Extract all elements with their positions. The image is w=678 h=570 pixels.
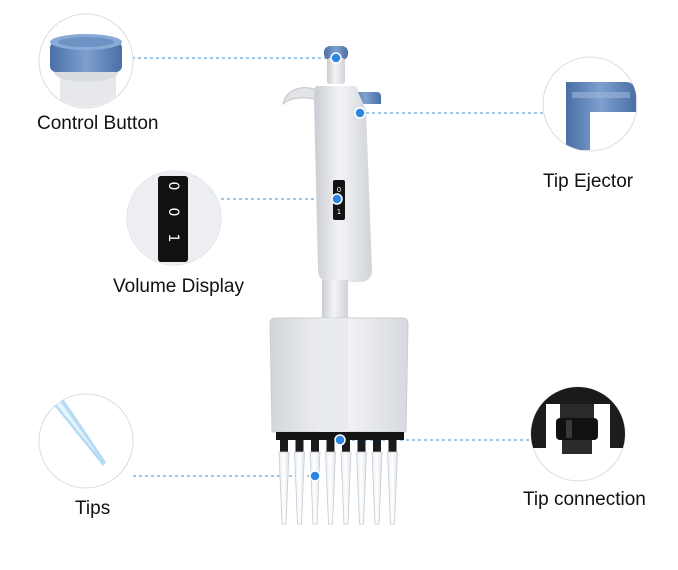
finger-hook	[282, 87, 319, 106]
volume-digit-1: 0	[165, 182, 181, 191]
nozzle	[342, 440, 350, 452]
nozzles	[280, 440, 397, 452]
pipette-tip	[278, 451, 290, 525]
pipette-tip	[371, 451, 383, 525]
dot-tips	[309, 470, 321, 482]
dot-volume-display	[331, 193, 343, 205]
nozzle	[357, 440, 366, 452]
label-tip-connection: Tip connection	[523, 489, 646, 510]
nozzle	[280, 440, 288, 452]
dot-tip-ejector	[354, 107, 366, 119]
zoom-volume-display: 0 0 1	[126, 170, 222, 266]
nozzle	[326, 440, 335, 452]
pipette-tip	[356, 451, 367, 525]
label-volume-display: Volume Display	[113, 276, 244, 297]
label-tip-ejector: Tip Ejector	[543, 171, 634, 192]
callout-dots	[309, 52, 366, 482]
zoom-control-button	[38, 13, 134, 109]
pipette-tip	[325, 451, 336, 525]
nozzle	[388, 440, 397, 452]
dot-tip-connection	[334, 434, 346, 446]
nozzle	[373, 440, 381, 452]
svg-text:0: 0	[337, 186, 341, 194]
nozzle	[295, 440, 304, 452]
zoom-tip-ejector	[542, 56, 638, 152]
volume-digit-3: 1	[165, 234, 181, 243]
pipette-tip	[309, 451, 321, 525]
shaft	[322, 280, 348, 320]
zoom-tip-connection	[530, 386, 626, 482]
label-control-button: Control Button	[37, 113, 159, 134]
label-tips: Tips	[75, 498, 111, 519]
dot-control-button	[330, 52, 342, 64]
svg-text:1: 1	[337, 208, 341, 216]
volume-display-window	[158, 176, 188, 262]
zoom-tips	[38, 393, 134, 489]
pipette-tip	[387, 451, 398, 525]
volume-digit-2: 0	[165, 208, 181, 217]
nozzle	[311, 440, 319, 452]
pipette-tips	[278, 451, 398, 525]
pipette-tip	[294, 451, 305, 525]
pipette: 0 0 1	[269, 46, 409, 525]
pipette-tip	[340, 451, 352, 525]
